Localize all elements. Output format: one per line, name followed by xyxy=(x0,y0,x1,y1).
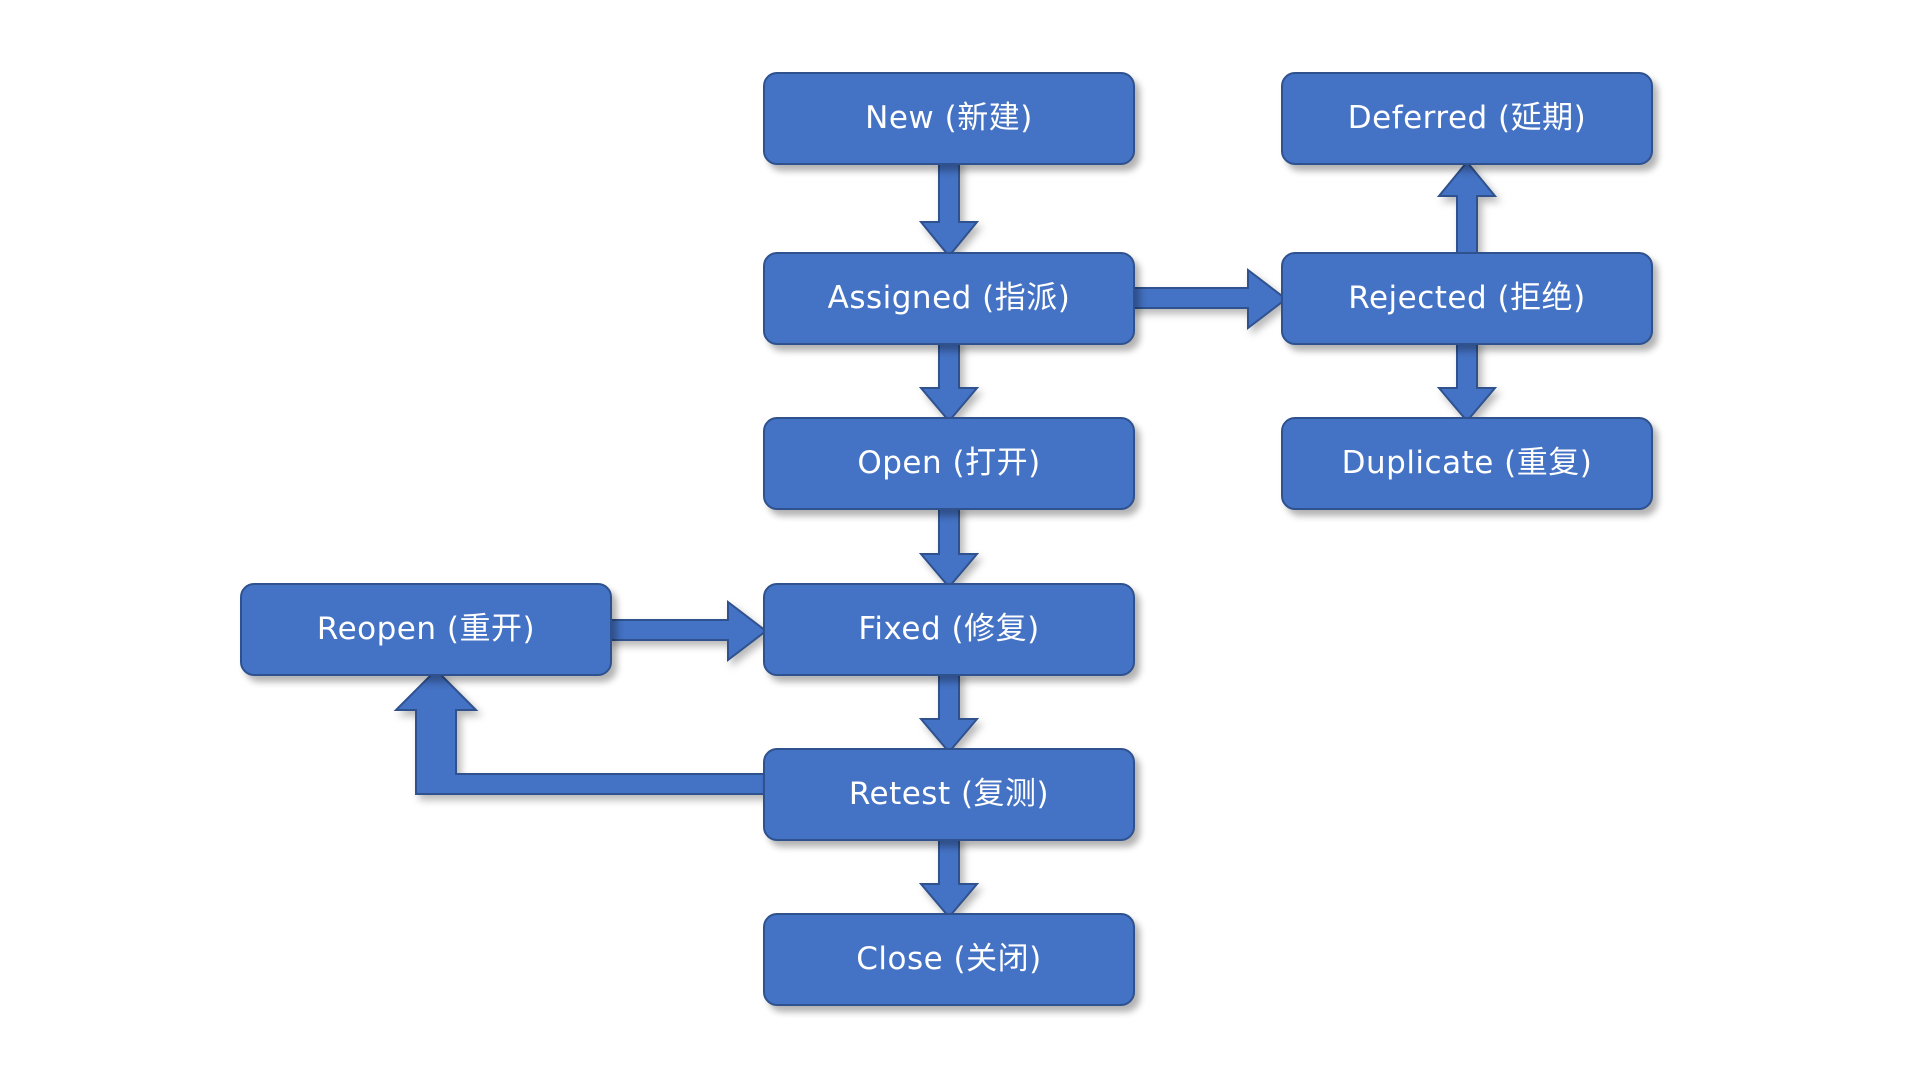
edge-retest-to-reopen xyxy=(392,668,774,796)
node-close-label: Close (关闭) xyxy=(856,941,1042,978)
node-fixed[interactable]: Fixed (修复) xyxy=(763,583,1135,676)
edge-assigned-to-rejected xyxy=(1129,267,1288,331)
node-new-label: New (新建) xyxy=(865,100,1033,137)
arrow-right-icon xyxy=(1129,267,1288,331)
node-deferred[interactable]: Deferred (延期) xyxy=(1281,72,1653,165)
node-retest[interactable]: Retest (复测) xyxy=(763,748,1135,841)
edge-new-to-assigned xyxy=(918,159,980,258)
node-reopen[interactable]: Reopen (重开) xyxy=(240,583,612,676)
node-assigned[interactable]: Assigned (指派) xyxy=(763,252,1135,345)
node-assigned-label: Assigned (指派) xyxy=(827,280,1071,317)
arrow-up-icon xyxy=(1436,160,1498,258)
node-reopen-label: Reopen (重开) xyxy=(316,611,536,648)
node-fixed-label: Fixed (修复) xyxy=(858,611,1040,648)
arrow-down-icon xyxy=(918,339,980,423)
node-rejected-label: Rejected (拒绝) xyxy=(1348,280,1586,317)
node-close[interactable]: Close (关闭) xyxy=(763,913,1135,1006)
edge-open-to-fixed xyxy=(918,504,980,589)
edge-assigned-to-open xyxy=(918,339,980,423)
edge-reopen-to-fixed xyxy=(607,599,768,663)
arrow-down-icon xyxy=(918,159,980,258)
edge-rejected-to-duplicate xyxy=(1436,339,1498,423)
arrow-down-icon xyxy=(918,835,980,919)
arrow-down-icon xyxy=(918,504,980,589)
arrow-down-icon xyxy=(918,670,980,754)
edge-retest-to-close xyxy=(918,835,980,919)
node-open[interactable]: Open (打开) xyxy=(763,417,1135,510)
arrow-up-elbow-icon xyxy=(393,668,773,795)
arrow-down-icon xyxy=(1436,339,1498,423)
node-open-label: Open (打开) xyxy=(857,445,1041,482)
node-duplicate-label: Duplicate (重复) xyxy=(1341,445,1593,482)
node-duplicate[interactable]: Duplicate (重复) xyxy=(1281,417,1653,510)
arrow-right-icon xyxy=(607,599,768,663)
node-new[interactable]: New (新建) xyxy=(763,72,1135,165)
edge-rejected-to-deferred xyxy=(1436,160,1498,258)
node-retest-label: Retest (复测) xyxy=(848,776,1050,813)
node-rejected[interactable]: Rejected (拒绝) xyxy=(1281,252,1653,345)
edge-fixed-to-retest xyxy=(918,670,980,754)
node-deferred-label: Deferred (延期) xyxy=(1347,100,1587,137)
